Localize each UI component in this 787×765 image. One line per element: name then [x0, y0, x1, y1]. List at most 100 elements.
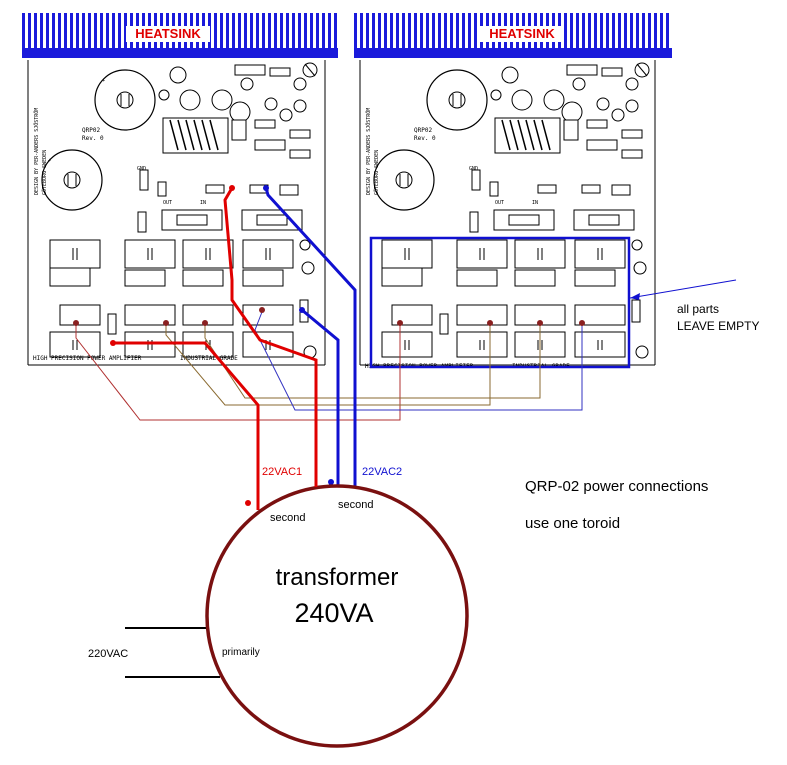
right-big-capacitor-1	[426, 69, 488, 131]
thin-wire-red	[75, 323, 401, 421]
left-board-footer-2: INDUSTRIAL GRADE	[180, 355, 238, 362]
heatsink-fin	[366, 13, 369, 50]
heatsink-fin	[310, 13, 313, 50]
heatsink-fin	[576, 13, 579, 50]
right-big-capacitor-2	[373, 149, 435, 211]
left-transistor-grid	[49, 239, 317, 359]
heatsink-fin	[238, 13, 241, 50]
heatsink-fin	[432, 13, 435, 50]
heatsink-fin	[636, 13, 639, 50]
heatsink-fin	[570, 13, 573, 50]
heatsink-fin	[64, 13, 67, 50]
diagram-title: QRP-02 power connections	[525, 478, 708, 495]
heatsink-fin	[232, 13, 235, 50]
label-secondary-left: second	[270, 512, 305, 524]
heatsink-fin	[396, 13, 399, 50]
left-misc-components	[137, 62, 318, 233]
label-220vac: 220VAC	[88, 648, 128, 660]
wiring	[73, 185, 737, 678]
heatsink-fin	[438, 13, 441, 50]
connection-dots	[73, 185, 585, 506]
left-heatsink-label-bg	[126, 26, 210, 42]
heatsink-fin	[414, 13, 417, 50]
right-board-vertical-text: DESIGN BY PER-ANDERS SJÖSTRÖM	[365, 108, 372, 195]
all-parts-label: all parts	[677, 302, 719, 316]
left-board-vertical-text: DESIGN BY PER-ANDERS SJÖSTRÖM	[33, 108, 40, 195]
heatsink-fin	[262, 13, 265, 50]
wire-22vac1-b	[113, 341, 260, 505]
heatsink-fin	[322, 13, 325, 50]
heatsink-fin	[280, 13, 283, 50]
heatsink-fin	[372, 13, 375, 50]
heatsink-fin	[648, 13, 651, 50]
heatsink-fin	[22, 13, 25, 50]
leave-empty-arrow	[629, 279, 737, 299]
heatsink-fin	[316, 13, 319, 50]
right-board-rev: Rev. 0	[414, 135, 436, 142]
heatsink-fin	[654, 13, 657, 50]
heatsink-fin	[220, 13, 223, 50]
heatsink-fin	[76, 13, 79, 50]
heatsink-fin	[462, 13, 465, 50]
heatsink-fin	[118, 13, 121, 50]
heatsink-fin	[390, 13, 393, 50]
heatsink-fin	[606, 13, 609, 50]
left-board-out: OUT	[163, 200, 172, 206]
right-heatsink-label: HEATSINK	[489, 26, 555, 41]
heatsink-fin	[124, 13, 127, 50]
left-resistor-bank	[162, 117, 229, 154]
wire-22vac2-b	[301, 308, 340, 485]
left-big-capacitor-1: +	[94, 69, 156, 131]
heatsink-fin	[660, 13, 663, 50]
left-board-in: IN	[200, 200, 206, 206]
label-primary: primarily	[222, 647, 260, 658]
label-22vac1: 22VAC1	[262, 466, 302, 478]
heatsink-fin	[112, 13, 115, 50]
heatsink-fin	[40, 13, 43, 50]
heatsink-fin	[426, 13, 429, 50]
heatsink-fin	[666, 13, 669, 50]
heatsink-fin	[354, 13, 357, 50]
left-small-capacitors	[158, 66, 307, 123]
heatsink-fin	[106, 13, 109, 50]
right-board-out: OUT	[495, 200, 504, 206]
heatsink-fin	[450, 13, 453, 50]
heatsink-fin	[70, 13, 73, 50]
heatsink-fin	[612, 13, 615, 50]
right-resistor-bank	[494, 117, 561, 154]
heatsink-fin	[594, 13, 597, 50]
left-board-model: QRP02	[82, 127, 100, 134]
right-board-model: QRP02	[414, 127, 432, 134]
left-amplifier-board: HEATSINK + +	[22, 13, 338, 366]
diagram-subtitle: use one toroid	[525, 515, 620, 532]
heatsink-fin	[408, 13, 411, 50]
heatsink-fin	[52, 13, 55, 50]
heatsink-fin	[244, 13, 247, 50]
heatsink-fin	[34, 13, 37, 50]
right-heatsink-label-bg	[480, 26, 564, 42]
heatsink-fin	[94, 13, 97, 50]
heatsink-fin	[250, 13, 253, 50]
right-board-outline	[359, 60, 656, 366]
heatsink-fin	[274, 13, 277, 50]
thin-wire-blue	[254, 311, 583, 411]
left-board-gnd: GND	[137, 166, 146, 172]
heatsink-fin	[88, 13, 91, 50]
svg-text:+: +	[48, 158, 51, 164]
heatsink-fin	[420, 13, 423, 50]
heatsink-fin	[588, 13, 591, 50]
heatsink-fin	[28, 13, 31, 50]
heatsink-fin	[100, 13, 103, 50]
heatsink-base	[354, 48, 672, 58]
transformer-name: transformer	[276, 564, 399, 591]
right-transistor-grid	[381, 239, 649, 359]
leave-empty-label: LEAVE EMPTY	[677, 319, 759, 333]
left-board-rev: Rev. 0	[82, 135, 104, 142]
wire-22vac1-a	[223, 187, 318, 490]
leave-empty-highlight-box	[369, 236, 631, 369]
heatsink-fin	[582, 13, 585, 50]
right-misc-components	[469, 62, 650, 233]
transformer-rating: 240VA	[294, 598, 373, 628]
right-board-in: IN	[532, 200, 538, 206]
heatsink-fin	[384, 13, 387, 50]
